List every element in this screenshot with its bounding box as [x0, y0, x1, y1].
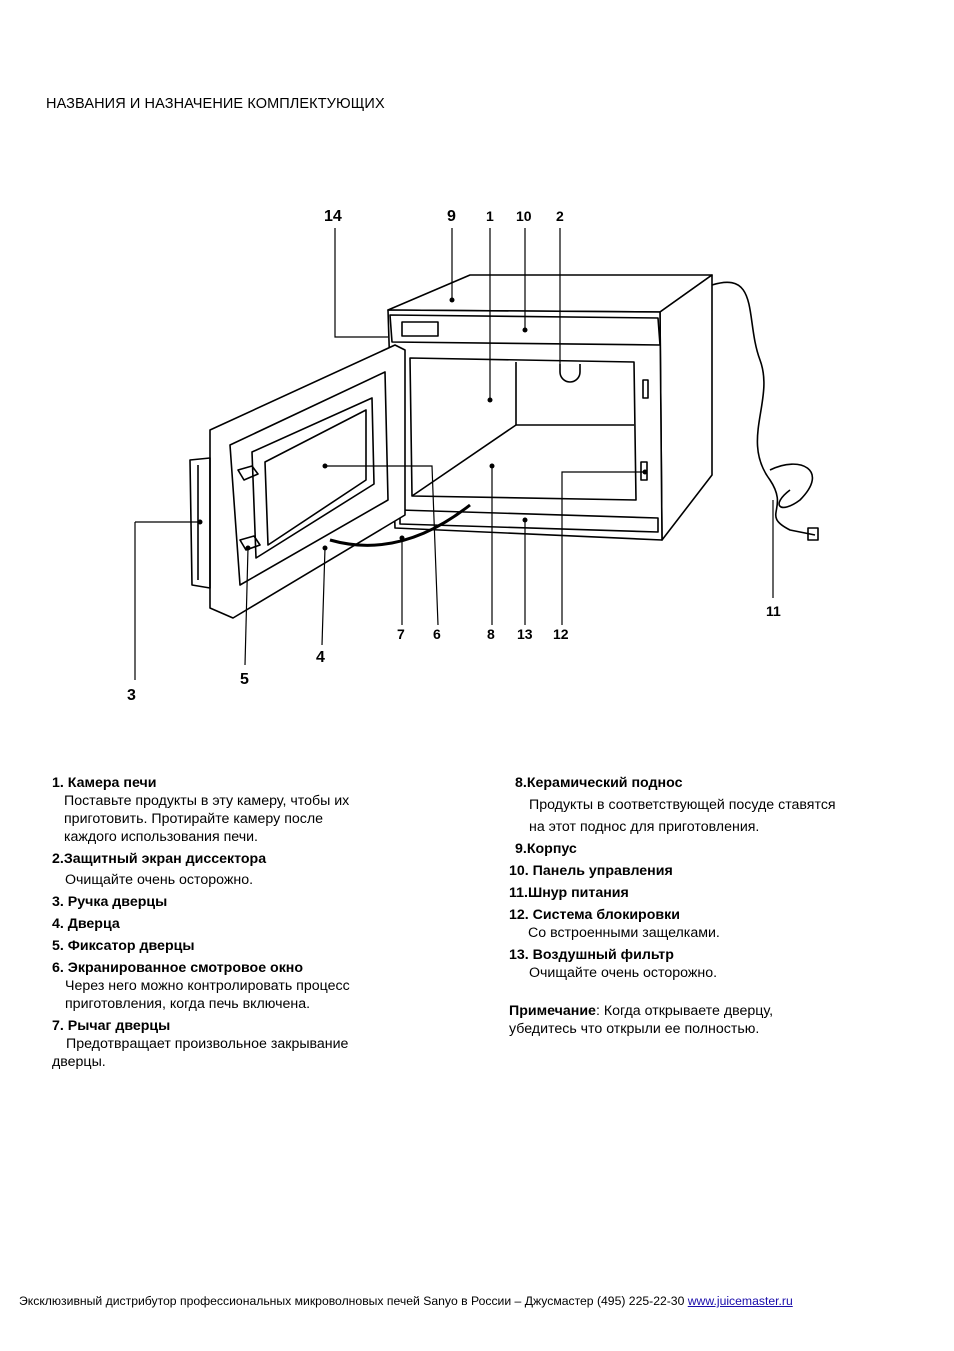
oven-side [659, 274, 713, 541]
item-title: 6. Экранированное смотровое окно [52, 960, 304, 976]
callout-3: 3 [127, 687, 136, 704]
item-12: 12. Система блокировки Со встроенными за… [509, 906, 929, 942]
item-9: 9.Корпус [515, 841, 577, 857]
item-4: 4. Дверца [52, 916, 120, 932]
footer-text: Эксклюзивный дистрибутор профессиональны… [19, 1294, 688, 1308]
item-desc: дверцы. [52, 1054, 106, 1070]
callout-12: 12 [553, 626, 569, 642]
item-title: 7. Рычаг дверцы [52, 1018, 171, 1034]
oven-cavity [409, 357, 637, 501]
door-arm [329, 503, 471, 547]
power-cord [711, 281, 816, 536]
item-10: 10. Панель управления [509, 863, 673, 879]
item-desc: Очищайте очень осторожно. [529, 965, 718, 981]
item-3: 3. Ручка дверцы [52, 894, 168, 910]
item-13: 13. Воздушный фильтр Очищайте очень осто… [509, 946, 929, 982]
item-title: 13. Воздушный фильтр [509, 947, 674, 963]
parts-list-right: 8.Керамический поднос Продукты в соответ… [509, 774, 929, 1038]
item-desc: приготовить. Протирайте камеру после [64, 811, 324, 827]
item-title: 8.Керамический поднос [515, 775, 683, 791]
door-handle [189, 457, 211, 589]
microwave-diagram: 14 9 1 10 2 11 7 6 8 13 12 4 5 3 [127, 208, 819, 704]
callout-9: 9 [447, 208, 456, 225]
parts-list-left: 1. Камера печи Поставьте продукты в эту … [52, 774, 472, 1071]
item-1: 1. Камера печи Поставьте продукты в эту … [52, 774, 472, 846]
callout-10: 10 [516, 208, 532, 224]
note-label: Примечание [509, 1003, 596, 1019]
item-title: 12. Система блокировки [509, 907, 680, 923]
item-desc: каждого использования печи. [64, 829, 258, 845]
oven-top [387, 274, 713, 313]
item-desc: Поставьте продукты в эту камеру, чтобы и… [64, 793, 350, 809]
item-title: 1. Камера печи [52, 775, 157, 791]
callout-4: 4 [316, 649, 325, 666]
callout-5: 5 [240, 671, 249, 688]
viewing-window [251, 397, 375, 559]
item-8: 8.Керамический поднос Продукты в соответ… [509, 774, 929, 838]
callout-14: 14 [324, 208, 342, 225]
item-desc: Продукты в соответствующей посуде ставят… [529, 797, 836, 813]
page-title: НАЗВАНИЯ И НАЗНАЧЕНИЕ КОМПЛЕКТУЮЩИХ [46, 96, 385, 112]
callout-1: 1 [486, 208, 494, 224]
note-text-2: убедитесь что открыли ее полностью. [509, 1021, 760, 1037]
control-panel [389, 314, 661, 346]
item-5: 5. Фиксатор дверцы [52, 938, 195, 954]
callout-7: 7 [397, 626, 405, 642]
footer: Эксклюзивный дистрибутор профессиональны… [19, 1294, 793, 1308]
callout-11: 11 [766, 603, 781, 619]
callout-2: 2 [556, 208, 564, 224]
item-desc: Через него можно контролировать процесс [65, 978, 350, 994]
item-desc: на этот поднос для приготовления. [529, 819, 760, 835]
item-11: 11.Шнур питания [509, 885, 629, 901]
diffuser-cover [559, 364, 581, 383]
item-7: 7. Рычаг дверцы Предотвращает произвольн… [52, 1017, 472, 1071]
callout-13: 13 [517, 626, 533, 642]
item-desc: Очищайте очень осторожно. [65, 872, 254, 888]
item-desc: Со встроенными защелками. [528, 925, 720, 941]
footer-link[interactable]: www.juicemaster.ru [687, 1294, 793, 1308]
note-text: : Когда открываете дверцу, [595, 1003, 774, 1019]
item-desc: приготовления, когда печь включена. [65, 996, 311, 1012]
item-title: 2.Защитный экран диссектора [52, 851, 267, 867]
item-2: 2.Защитный экран диссектора Очищайте оче… [52, 850, 472, 889]
item-desc: Предотвращает произвольное закрывание [66, 1036, 349, 1052]
item-6: 6. Экранированное смотровое окно Через н… [52, 959, 472, 1013]
note: Примечание: Когда открываете дверцу, убе… [509, 1002, 929, 1038]
oven-door [209, 344, 406, 619]
callout-8: 8 [487, 626, 495, 642]
callout-6: 6 [433, 626, 441, 642]
